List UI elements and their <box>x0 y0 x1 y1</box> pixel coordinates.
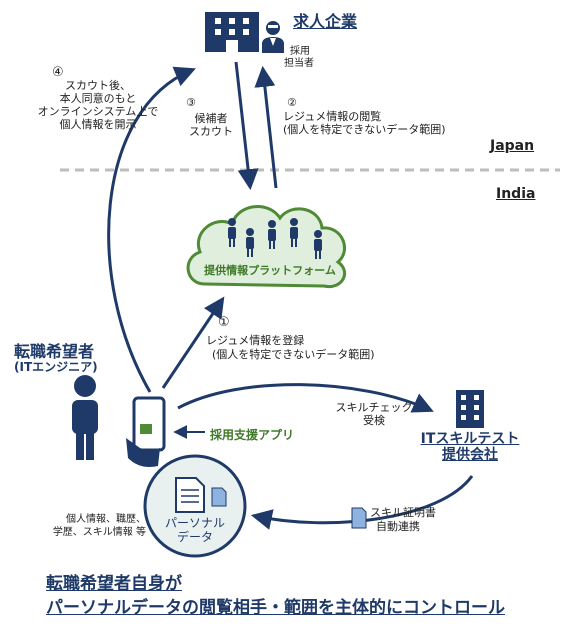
person-icon <box>72 375 98 460</box>
region-india: India <box>496 186 536 202</box>
arrow-browse <box>254 65 278 189</box>
personal-data-line1: パーソナル <box>164 516 225 530</box>
skill-check-line1: スキルチェック <box>335 401 413 414</box>
skill-check-text: スキルチェック 受検 <box>334 401 414 427</box>
office-building-icon <box>456 390 484 428</box>
skill-check-line2: 受検 <box>363 414 385 427</box>
arrow-certificate <box>250 475 474 530</box>
step2-number: ② <box>287 96 297 109</box>
step4-line3: オンラインシステム上で <box>37 105 159 118</box>
personal-data-line2: データ <box>176 530 213 544</box>
step1-number: ① <box>218 315 230 330</box>
building-icon <box>205 12 259 52</box>
step4-line1: スカウト後、 <box>65 79 131 92</box>
personal-info-line2: 学歴、スキル情報 等 <box>52 527 146 538</box>
step2-line1: レジュメ情報の閲覧 <box>283 110 382 123</box>
step3-line1: 候補者 <box>194 112 228 125</box>
certificate-icon <box>351 507 367 529</box>
smartphone-icon <box>126 396 166 467</box>
test-company-line1: ITスキルテスト <box>420 431 520 447</box>
footer-line1: 転職希望者自身が <box>46 574 182 594</box>
cloud-icon <box>186 205 347 289</box>
arrow-skill-check <box>177 383 434 413</box>
crowd-icon <box>228 218 322 259</box>
app-label: 採用支援アプリ <box>210 428 295 442</box>
recruiter-label-2: 担当者 <box>284 58 314 69</box>
certificate-line1: スキル証明書 <box>370 506 436 519</box>
recruiter-label-1: 採用 <box>290 46 310 57</box>
region-japan: Japan <box>490 138 535 154</box>
footer-line2: パーソナルデータの閲覧相手・範囲を主体的にコントロール <box>46 596 505 620</box>
personal-data-label: パーソナル データ <box>160 516 230 544</box>
arrow-scout <box>234 61 259 191</box>
personal-info-line1: 個人情報、職歴、 <box>66 514 146 525</box>
arrow-disclose <box>107 66 196 393</box>
certificate-line2: 自動連携 <box>376 520 420 533</box>
company-title: 求人企業 <box>293 12 358 31</box>
arrow-register <box>161 296 225 389</box>
step4-text: ④ スカウト後、 本人同意のもと オンラインシステム上で 個人情報を開示 <box>34 66 162 131</box>
step3-number: ③ <box>186 96 196 109</box>
footer-message: 転職希望者自身が パーソナルデータの閲覧相手・範囲を主体的にコントロール <box>46 572 505 620</box>
seeker-subtitle: (ITエンジニア) <box>14 360 98 374</box>
step3-line2: スカウト <box>189 125 233 138</box>
document-icon <box>175 477 205 513</box>
test-company-line2: 提供会社 <box>442 447 498 463</box>
step4-line4: 個人情報を開示 <box>59 118 137 131</box>
step3-text: 候補者 スカウト <box>186 112 236 138</box>
step1-line2: (個人を特定できないデータ範囲) <box>212 348 375 361</box>
step4-line2: 本人同意のもと <box>59 92 137 105</box>
footer-line2-part2: コントロール <box>403 598 505 618</box>
recruiter-icon <box>262 21 284 53</box>
test-company-name: ITスキルテスト 提供会社 <box>408 431 532 463</box>
footer-line2-part1: パーソナルデータの閲覧相手・範囲を主体的に <box>46 598 403 618</box>
seeker-title: 転職希望者 <box>14 342 95 361</box>
platform-label: 提供情報プラットフォーム <box>204 264 336 277</box>
small-document-icon <box>211 487 227 507</box>
step1-line1: レジュメ情報を登録 <box>206 334 305 347</box>
step2-line2: (個人を特定できないデータ範囲) <box>283 123 446 136</box>
step4-number: ④ <box>52 65 64 80</box>
